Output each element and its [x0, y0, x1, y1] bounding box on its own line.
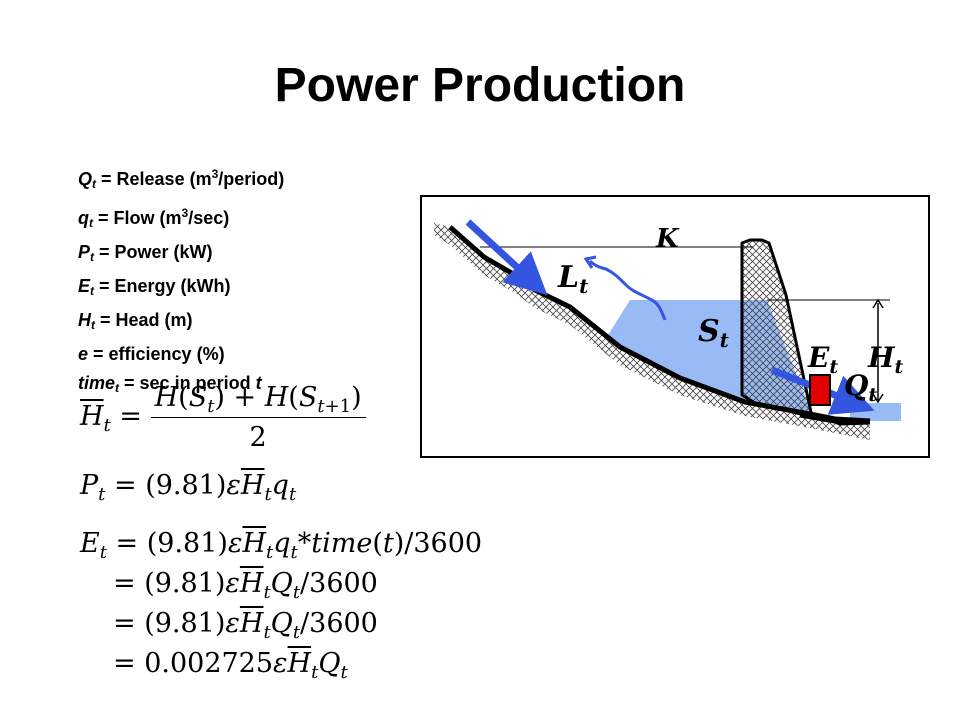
definition-row: e = efficiency (%): [78, 340, 284, 369]
definition-subscript: t: [90, 284, 95, 298]
label-release: Qt: [844, 369, 877, 406]
energy-equation-3: = (9.81)εHtQt/3600: [113, 608, 378, 643]
label-release-main: Q: [844, 369, 868, 402]
definition-row: qt = Flow (m3/sec): [78, 199, 284, 238]
loss-arrow-head: [583, 255, 597, 269]
definition-symbol: time: [78, 373, 116, 393]
definition-text: = sec in period: [119, 373, 256, 393]
definition-text: = Energy (kWh): [94, 276, 231, 296]
definition-subscript: t: [115, 381, 120, 395]
definition-text: = Release (m: [96, 169, 212, 189]
label-loss: Lt: [557, 260, 589, 298]
turbine: [809, 374, 831, 406]
definition-symbol: E: [78, 276, 91, 296]
definition-row: Et = Energy (kWh): [78, 272, 284, 306]
definition-subscript: t: [90, 250, 95, 264]
power-equation: Pt = (9.81)εHtqt: [80, 470, 297, 505]
inflow-arrow: [465, 219, 548, 296]
definition-symbol: P: [78, 242, 91, 262]
definition-symbol: e: [78, 344, 89, 364]
slide-title: Power Production: [274, 59, 686, 112]
definition-text: = efficiency (%): [88, 344, 225, 364]
label-storage: St: [698, 314, 730, 352]
definition-text-after: /period): [218, 169, 285, 189]
definitions-list: Qt = Release (m3/period)qt = Flow (m3/se…: [78, 160, 284, 403]
label-head-main: H: [867, 341, 896, 374]
definition-text: = Flow (m: [93, 208, 182, 228]
energy-equation-2: = (9.81)εHtQt/3600: [113, 568, 378, 603]
label-loss-sub: t: [579, 274, 589, 298]
definition-text-after: t: [255, 373, 262, 393]
outlet-pipe: [799, 412, 871, 426]
label-energy-main: E: [807, 341, 830, 374]
reservoir-diagram: K Lt St Et Ht Qt: [420, 195, 930, 458]
definition-symbol: H: [78, 310, 91, 330]
energy-equation-4: = 0.002725εHtQt: [113, 648, 348, 683]
definition-superscript: 3: [211, 167, 219, 181]
label-energy: Et: [807, 341, 838, 378]
label-storage-main: S: [698, 314, 720, 349]
reservoir-diagram-svg: K Lt St Et Ht Qt: [420, 195, 930, 458]
definition-subscript: t: [92, 177, 97, 191]
definition-row: Ht = Head (m): [78, 306, 284, 340]
head-arrow-bottom: [872, 393, 884, 404]
definition-text: = Head (m): [95, 310, 193, 330]
label-head-sub: t: [894, 356, 903, 378]
definition-row: timet = sec in period t: [78, 369, 284, 403]
label-capacity: K: [655, 224, 680, 254]
definition-row: Pt = Power (kW): [78, 238, 284, 272]
definition-text: = Power (kW): [94, 242, 213, 262]
head-arrow-top: [872, 298, 884, 309]
dam: [740, 238, 814, 419]
definition-text-after: /sec): [188, 208, 230, 228]
label-release-sub: t: [868, 384, 877, 406]
label-loss-main: L: [557, 260, 579, 295]
definition-superscript: 3: [181, 206, 189, 220]
energy-equation-1: Et = (9.81)εHtqt*time(t)/3600: [80, 528, 483, 563]
definition-subscript: t: [91, 318, 95, 332]
definition-symbol: q: [78, 208, 89, 228]
head-equation: Ht = H(St) + H(St+1) 2: [80, 382, 366, 453]
definition-subscript: t: [89, 216, 93, 230]
definition-row: Qt = Release (m3/period): [78, 160, 284, 199]
label-head: Ht: [867, 341, 903, 378]
label-energy-sub: t: [829, 356, 838, 378]
definition-symbol: Q: [78, 169, 93, 189]
loss-arrow: [588, 259, 667, 321]
label-storage-sub: t: [720, 328, 730, 352]
